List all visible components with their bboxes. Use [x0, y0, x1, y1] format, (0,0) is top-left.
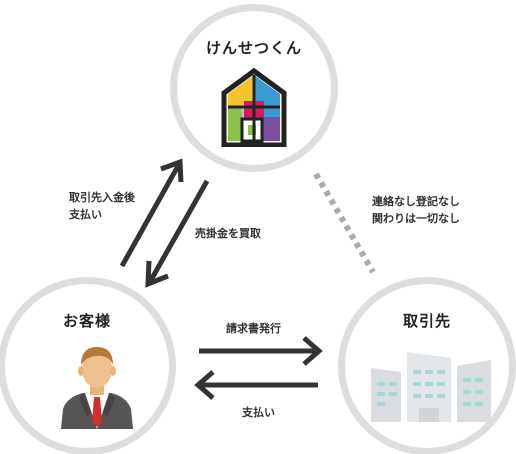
no-contact-dotted-line	[313, 172, 376, 274]
label-no-contact-line-2: 関わりは一切なし	[372, 212, 460, 225]
supplier-title: 取引先	[402, 312, 451, 330]
customer-node: お客様	[0, 277, 176, 454]
arrow-customer-to-company	[119, 158, 184, 268]
label-customer-payment: 支払い	[242, 406, 275, 419]
supplier-node: 取引先	[338, 277, 516, 454]
label-payment-after-supplier-deposit: 取引先入金後 支払い	[69, 189, 135, 223]
arrow-customer-payment	[194, 370, 318, 400]
label-receivables-purchase: 売掛金を買取	[195, 227, 261, 240]
label-invoice: 請求書発行	[226, 322, 281, 335]
label-payment-after-supplier-deposit-line-2: 支払い	[69, 208, 102, 221]
company-title: けんせつくん	[205, 39, 302, 57]
arrow-company-to-customer	[145, 179, 210, 288]
businessman-avatar-icon	[61, 347, 133, 429]
label-payment-after-supplier-deposit-line-1: 取引先入金後	[69, 191, 135, 204]
label-no-contact-line-1: 連絡なし登記なし	[372, 195, 460, 208]
colorful-house-logo-icon	[221, 67, 287, 147]
arrow-invoice	[199, 336, 323, 366]
company-node: けんせつくん	[170, 4, 338, 172]
office-buildings-icon	[371, 352, 491, 422]
customer-title: お客様	[62, 312, 111, 330]
label-no-contact: 連絡なし登記なし 関わりは一切なし	[372, 193, 460, 227]
